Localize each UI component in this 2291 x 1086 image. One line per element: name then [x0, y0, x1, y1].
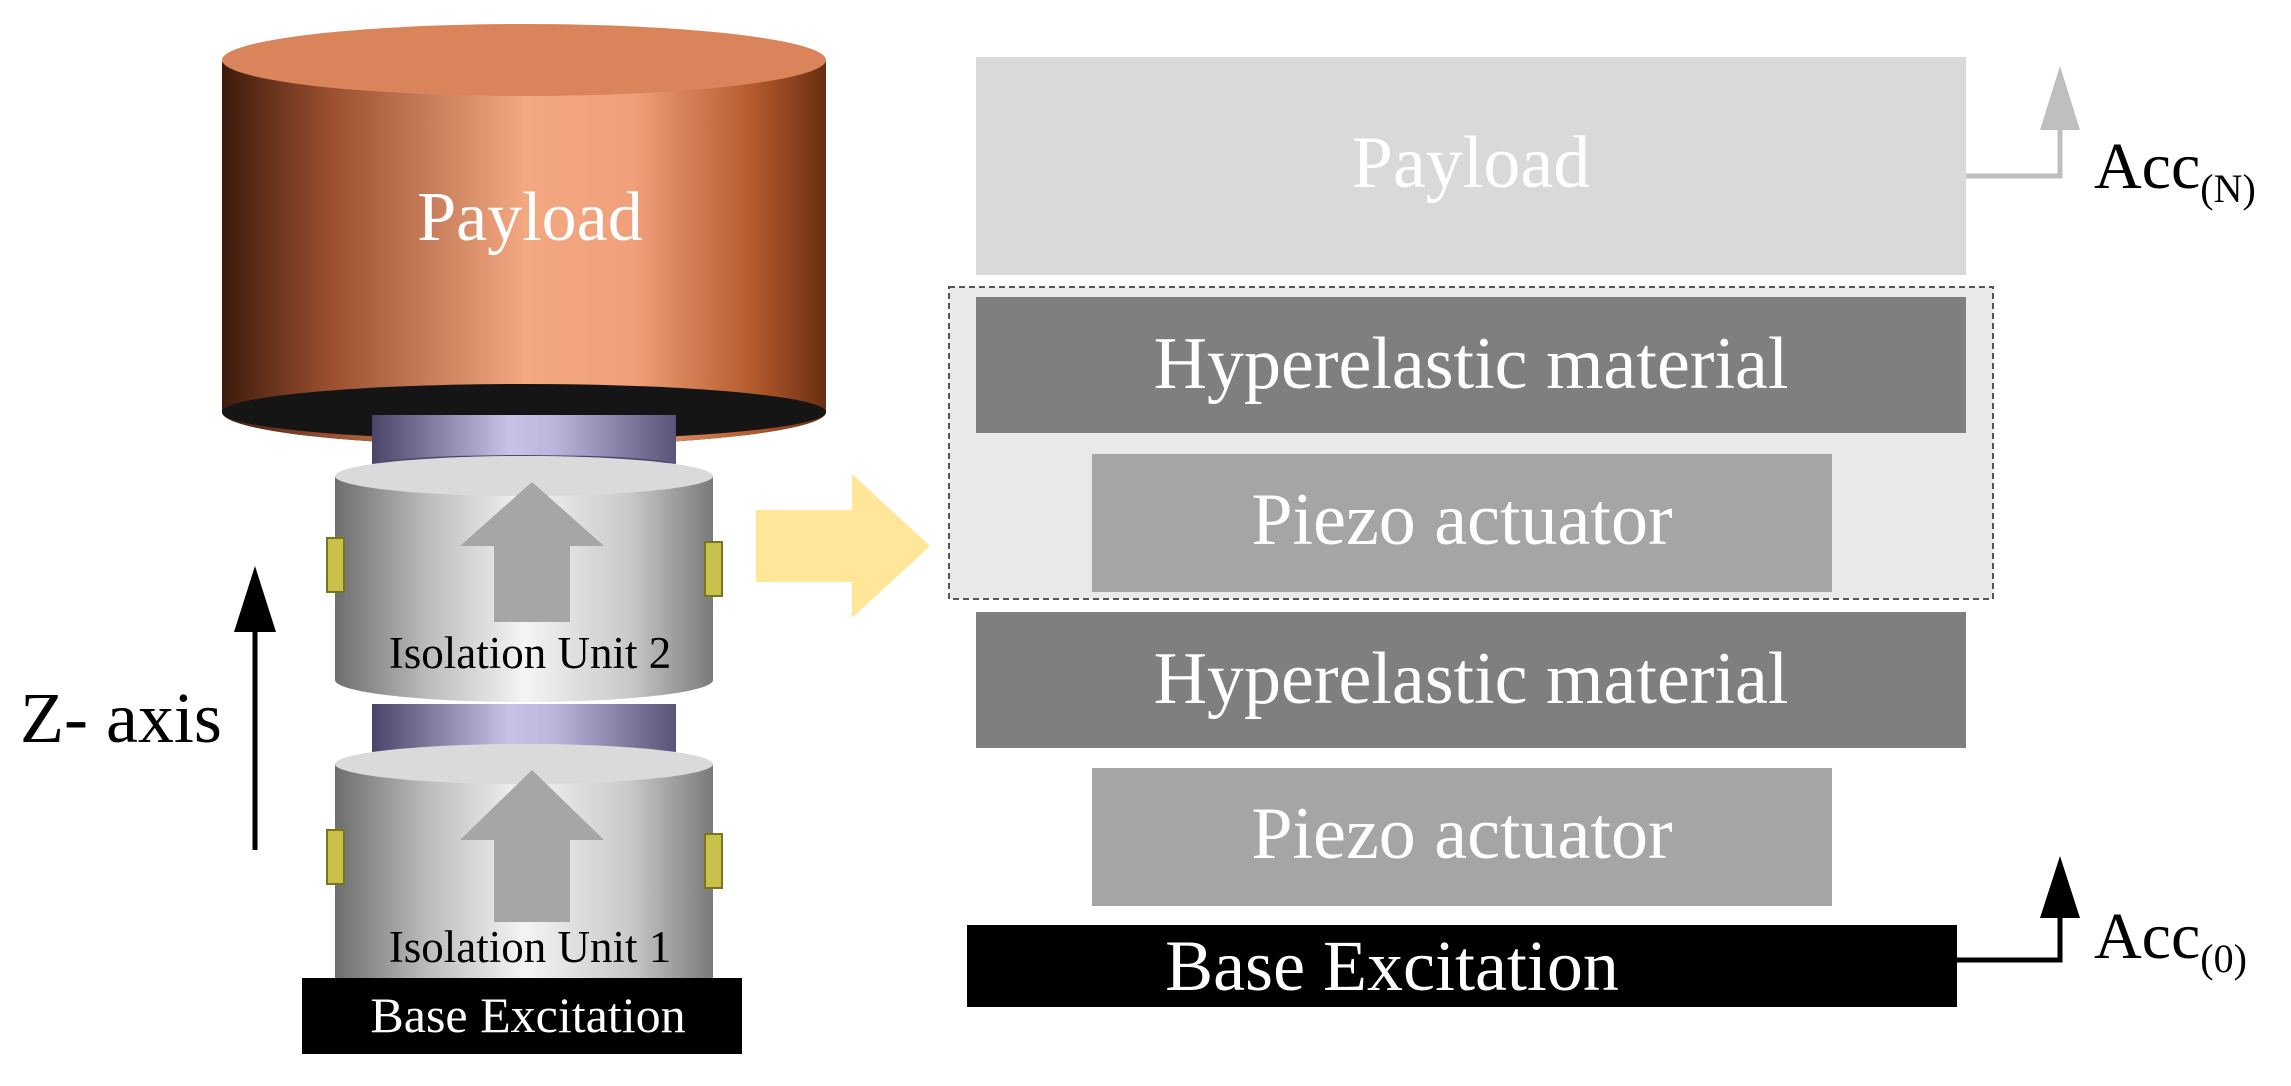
z-axis-arrow-icon	[234, 566, 276, 632]
unit1-label: Isolation Unit 1	[389, 922, 671, 972]
payload-layer-label: Payload	[1352, 122, 1590, 204]
piezo-label-2: Piezo actuator	[1251, 793, 1672, 875]
base-block-left	[302, 978, 742, 1054]
acc-bottom-connector	[1957, 914, 2063, 963]
payload-layer	[976, 57, 1966, 275]
acc-bottom-arrow-icon	[2040, 856, 2080, 918]
hyperelastic-layer-2	[976, 612, 1966, 748]
acc-top-label: Acc(N)	[2094, 130, 2256, 211]
highlight-arrow-icon	[756, 474, 930, 618]
acc-bottom-main: Acc	[2094, 900, 2200, 973]
clamp-left-u2	[326, 537, 345, 593]
z-axis-label: Z- axis	[20, 678, 222, 758]
acc-bottom-label: Acc(0)	[2094, 900, 2247, 981]
clamp-right-u1	[704, 833, 723, 889]
piezo-label-1: Piezo actuator	[1251, 479, 1672, 561]
acc-top-connector	[1966, 126, 2063, 179]
up-arrow-u1-icon	[460, 770, 604, 922]
unit2-label: Isolation Unit 2	[389, 628, 671, 678]
piezo-layer-1	[1092, 454, 1832, 592]
layer-stack: Payload Hyperelastic material Piezo actu…	[948, 57, 2256, 1007]
base-label-left: Base Excitation	[370, 987, 685, 1043]
base-layer-label: Base Excitation	[1165, 926, 1619, 1006]
hyperelastic-label-2: Hyperelastic material	[1154, 638, 1789, 720]
isolation-unit-2	[326, 456, 723, 702]
clamp-right-u2	[704, 541, 723, 597]
up-arrow-u2-icon	[460, 482, 604, 622]
payload-label: Payload	[417, 179, 643, 256]
acc-top-main: Acc	[2094, 130, 2200, 203]
base-layer	[967, 925, 1957, 1007]
hyperelastic-label-1: Hyperelastic material	[1154, 323, 1789, 405]
clamp-left-u1	[326, 829, 345, 885]
acc-bottom-sub: (0)	[2200, 936, 2247, 981]
left-model: Payload Isolation Unit 2 Isola	[20, 24, 826, 1054]
acc-top-arrow-icon	[2040, 66, 2080, 130]
acc-top-sub: (N)	[2200, 166, 2256, 211]
isolation-unit-1	[326, 744, 723, 990]
piezo-layer-2	[1092, 768, 1832, 906]
hyperelastic-layer-1	[976, 297, 1966, 433]
